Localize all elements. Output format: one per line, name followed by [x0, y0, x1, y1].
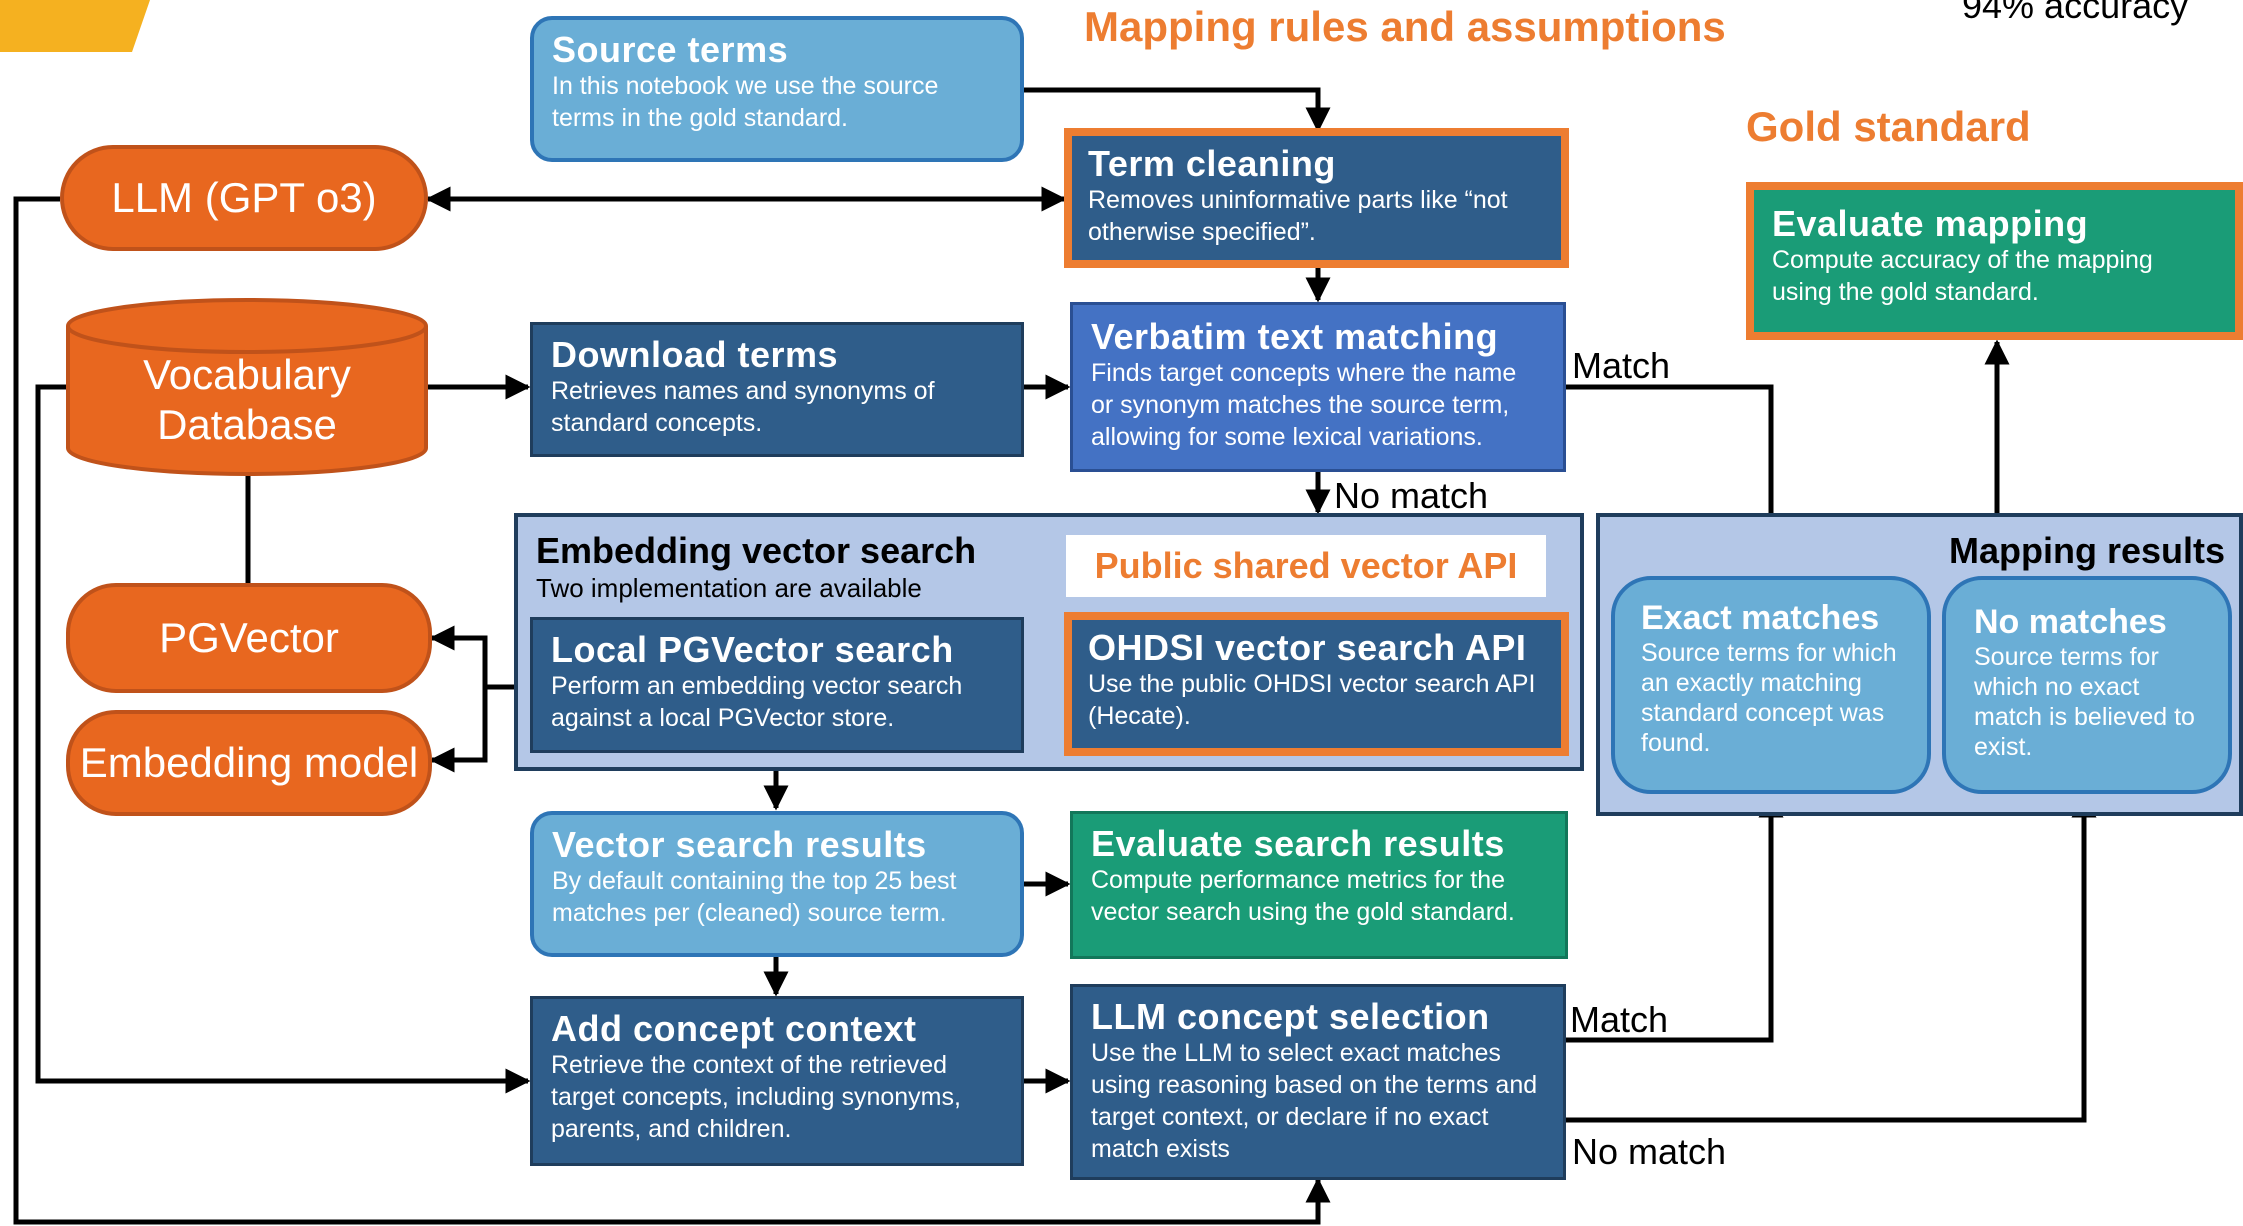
mapping-rules-title: Mapping rules and assumptions	[1084, 3, 1726, 50]
no-matches-box: No matches Source terms for which no exa…	[1942, 576, 2232, 794]
evaluate-search-box: Evaluate search results Compute performa…	[1070, 811, 1568, 959]
embedding-model-label: Embedding model	[79, 739, 419, 786]
llm-selection-box: LLM concept selection Use the LLM to sel…	[1070, 984, 1566, 1180]
arrow-selection-nomatch	[1564, 792, 2097, 1123]
accuracy-label: 94% accuracy	[1962, 0, 2189, 26]
source-terms-desc: In this notebook we use the source terms…	[552, 72, 939, 132]
no-match-label-bottom: No match	[1572, 1131, 1727, 1172]
vector-results-desc: By default containing the top 25 best ma…	[552, 867, 957, 927]
arrow-verbatim-match	[1564, 384, 1784, 578]
llm-node: LLM (GPT o3)	[60, 145, 428, 251]
download-terms-desc: Retrieves names and synonyms of standard…	[551, 377, 935, 437]
llm-label: LLM (GPT o3)	[111, 174, 377, 221]
verbatim-matching-title: Verbatim text matching	[1091, 316, 1499, 357]
term-cleaning-box: Term cleaning Removes uninformative part…	[1064, 128, 1569, 268]
llm-selection-title: LLM concept selection	[1091, 996, 1490, 1037]
vocabulary-database: Vocabulary Database	[66, 298, 428, 476]
vector-results-box: Vector search results By default contain…	[530, 811, 1024, 957]
add-context-title: Add concept context	[551, 1008, 917, 1049]
match-label-bottom: Match	[1570, 999, 1669, 1040]
evaluate-mapping-box: Evaluate mapping Compute accuracy of the…	[1746, 182, 2243, 340]
ohdsi-api-box: OHDSI vector search API Use the public O…	[1064, 612, 1569, 756]
arrow-vocab-to-context	[35, 384, 531, 1094]
source-terms-title: Source terms	[552, 29, 789, 70]
no-matches-desc: Source terms for which no exact match is…	[1974, 643, 2195, 761]
vector-results-title: Vector search results	[552, 824, 927, 865]
ohdsi-api-desc: Use the public OHDSI vector search API (…	[1088, 670, 1536, 730]
no-match-label-mid: No match	[1334, 475, 1489, 516]
database-icon	[66, 298, 428, 476]
embedding-search-title: Embedding vector search	[536, 530, 977, 571]
evaluate-search-title: Evaluate search results	[1091, 823, 1505, 864]
pgvector-label: PGVector	[159, 614, 339, 661]
public-api-title: Public shared vector API	[1094, 545, 1518, 586]
no-matches-title: No matches	[1974, 603, 2167, 641]
source-terms-box: Source terms In this notebook we use the…	[530, 16, 1024, 162]
public-api-banner: Public shared vector API	[1066, 535, 1546, 597]
arrow-selection-match	[1564, 792, 1784, 1043]
term-cleaning-desc: Removes uninformative parts like “not ot…	[1088, 186, 1508, 246]
term-cleaning-title: Term cleaning	[1088, 143, 1336, 184]
vocabulary-database-label: Vocabulary Database	[143, 351, 351, 448]
ohdsi-api-title: OHDSI vector search API	[1088, 627, 1527, 668]
exact-matches-title: Exact matches	[1641, 599, 1880, 637]
evaluate-search-desc: Compute performance metrics for the vect…	[1091, 866, 1515, 926]
gold-standard-title: Gold standard	[1746, 103, 2031, 150]
add-context-desc: Retrieve the context of the retrieved ta…	[551, 1051, 961, 1143]
exact-matches-desc: Source terms for which an exactly matchi…	[1641, 639, 1897, 757]
evaluate-mapping-title: Evaluate mapping	[1772, 203, 2089, 244]
llm-selection-desc: Use the LLM to select exact matches usin…	[1091, 1039, 1538, 1163]
verbatim-matching-box: Verbatim text matching Finds target conc…	[1070, 302, 1566, 472]
logo-fragment	[0, 0, 150, 52]
evaluate-mapping-desc: Compute accuracy of the mapping using th…	[1772, 246, 2153, 306]
verbatim-matching-desc: Finds target concepts where the name or …	[1091, 359, 1517, 451]
arrow-to-embedding	[429, 687, 488, 773]
embedding-search-subtitle: Two implementation are available	[536, 573, 922, 603]
local-pgvector-desc: Perform an embedding vector search again…	[551, 672, 963, 732]
add-context-box: Add concept context Retrieve the context…	[530, 996, 1024, 1166]
local-pgvector-title: Local PGVector search	[551, 629, 954, 670]
pgvector-node: PGVector	[66, 583, 432, 693]
exact-matches-box: Exact matches Source terms for which an …	[1611, 576, 1931, 794]
embedding-model-node: Embedding model	[66, 710, 432, 816]
arrow-source-to-cleaning	[1022, 87, 1331, 133]
download-terms-title: Download terms	[551, 334, 839, 375]
download-terms-box: Download terms Retrieves names and synon…	[530, 322, 1024, 457]
arrow-to-pgvector	[429, 625, 488, 687]
local-pgvector-box: Local PGVector search Perform an embeddi…	[530, 617, 1024, 753]
mapping-results-title: Mapping results	[1948, 530, 2225, 571]
match-label-top: Match	[1572, 345, 1671, 386]
arrow-llm-to-selection	[13, 196, 1331, 1225]
